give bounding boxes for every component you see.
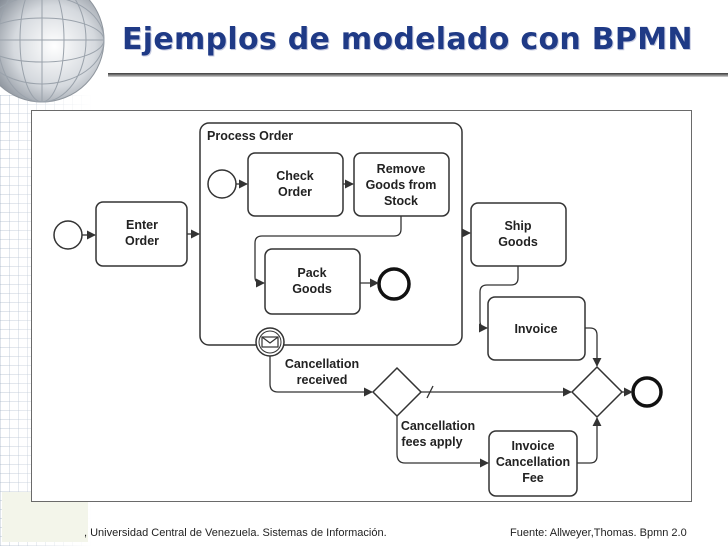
svg-text:Goods from: Goods from xyxy=(366,178,437,192)
envelope-icon xyxy=(261,336,279,348)
svg-text:Pack: Pack xyxy=(297,266,326,280)
svg-text:Cancellation: Cancellation xyxy=(496,455,570,469)
cancellation-received-label-1: Cancellation xyxy=(285,357,359,371)
process-order-label: Process Order xyxy=(207,129,293,143)
svg-text:fees apply: fees apply xyxy=(401,435,462,449)
svg-text:Stock: Stock xyxy=(384,194,418,208)
cancellation-fees-label-1: Cancellation xyxy=(401,419,475,433)
task-pack-goods xyxy=(264,248,361,315)
svg-text:Order: Order xyxy=(125,234,159,248)
exclusive-gateway-split xyxy=(371,366,423,418)
ship-goods-label-1: Ship xyxy=(504,219,531,233)
svg-text:Remove: Remove xyxy=(377,162,426,176)
sequence-flows xyxy=(82,179,633,468)
footer-source: Fuente: Allweyer,Thomas. Bpmn 2.0 xyxy=(510,527,687,539)
bpmn-diagram: Enter Order Process Order Check Order Re… xyxy=(31,110,692,502)
cancellation-fees-label-2: fees apply xyxy=(401,435,462,449)
remove-goods-label-3: Stock xyxy=(384,194,418,208)
flow-boundary-to-gateway xyxy=(269,356,373,397)
default-flow-marker xyxy=(426,385,434,399)
slide-title: Ejemplos de modelado con BPMN xyxy=(122,22,693,57)
flow-ship-to-invoice xyxy=(478,266,519,333)
invoice-cancellation-fee-label-2: Cancellation xyxy=(496,455,570,469)
pack-goods-label-2: Goods xyxy=(292,282,332,296)
title-divider xyxy=(108,73,728,77)
flow-remove-to-pack xyxy=(254,216,402,288)
check-order-label-1: Check xyxy=(276,169,314,183)
subprocess-end-event xyxy=(377,267,411,301)
svg-text:Cancellation: Cancellation xyxy=(401,419,475,433)
cancellation-received-label-2: received xyxy=(297,373,348,387)
svg-text:Goods: Goods xyxy=(292,282,332,296)
svg-text:Order: Order xyxy=(278,185,312,199)
svg-text:received: received xyxy=(297,373,348,387)
enter-order-label-1: Enter xyxy=(126,218,158,232)
flow-invoice-to-merge xyxy=(585,327,602,367)
remove-goods-label-1: Remove xyxy=(377,162,426,176)
svg-text:Cancellation: Cancellation xyxy=(285,357,359,371)
subprocess-start-event xyxy=(207,169,237,199)
enter-order-label-2: Order xyxy=(125,234,159,248)
svg-text:Process Order: Process Order xyxy=(207,129,293,143)
svg-text:Enter: Enter xyxy=(126,218,158,232)
ship-goods-label-2: Goods xyxy=(498,235,538,249)
invoice-cancellation-fee-label-3: Fee xyxy=(522,471,544,485)
footer-institution: , Universidad Central de Venezuela. Sist… xyxy=(84,527,387,539)
pack-goods-label-1: Pack xyxy=(297,266,326,280)
end-event xyxy=(631,376,663,408)
start-event xyxy=(53,220,83,250)
invoice-cancellation-fee-label-1: Invoice xyxy=(511,439,554,453)
svg-text:Invoice: Invoice xyxy=(511,439,554,453)
svg-text:Invoice: Invoice xyxy=(514,322,557,336)
exclusive-gateway-merge xyxy=(570,365,624,419)
svg-text:Goods: Goods xyxy=(498,235,538,249)
svg-text:Ship: Ship xyxy=(504,219,531,233)
invoice-label: Invoice xyxy=(514,322,557,336)
remove-goods-label-2: Goods from xyxy=(366,178,437,192)
flow-fee-to-merge xyxy=(577,417,602,464)
check-order-label-2: Order xyxy=(278,185,312,199)
svg-text:Check: Check xyxy=(276,169,314,183)
globe-icon xyxy=(0,0,105,103)
bpmn-diagram-canvas: Enter Order Process Order Check Order Re… xyxy=(53,122,663,497)
flow-gateway-to-fee xyxy=(396,416,489,468)
svg-text:Fee: Fee xyxy=(522,471,544,485)
